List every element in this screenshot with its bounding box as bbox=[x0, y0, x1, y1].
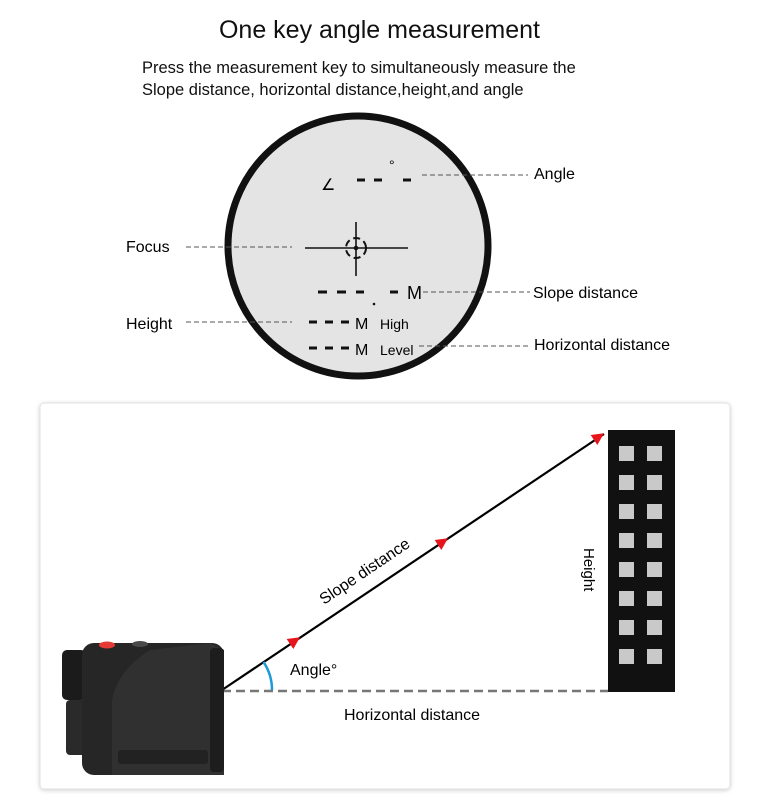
viewfinder: ∠ ° M M High M Level bbox=[224, 112, 492, 380]
slope-callout-label: Slope distance bbox=[533, 285, 638, 302]
degree-symbol: ° bbox=[389, 157, 395, 173]
subtitle: Press the measurement key to simultaneou… bbox=[142, 57, 576, 101]
arrow-icon bbox=[590, 433, 604, 445]
building-window bbox=[619, 620, 634, 635]
arrow-icon bbox=[434, 538, 448, 550]
height-unit: M bbox=[355, 316, 368, 333]
subtitle-line-2: Slope distance, horizontal distance,heig… bbox=[142, 81, 524, 99]
horizontal-callout-label: Horizontal distance bbox=[534, 337, 670, 354]
level-unit: M bbox=[355, 342, 368, 359]
high-text: High bbox=[380, 316, 409, 332]
building-window bbox=[647, 533, 662, 548]
building-window bbox=[619, 591, 634, 606]
angle-callout-label: Angle bbox=[534, 166, 575, 183]
building-icon bbox=[608, 430, 675, 692]
height-label: Height bbox=[580, 548, 597, 592]
horizontal-distance-label: Horizontal distance bbox=[344, 707, 480, 724]
slope-arrows bbox=[286, 433, 604, 649]
building-window bbox=[647, 504, 662, 519]
rangefinder-device-image bbox=[62, 641, 224, 775]
slope-distance-line bbox=[221, 433, 605, 691]
building-window bbox=[647, 591, 662, 606]
arrow-icon bbox=[286, 637, 300, 649]
building-window bbox=[647, 562, 662, 577]
building-window bbox=[619, 475, 634, 490]
building-window bbox=[647, 475, 662, 490]
viewfinder-lens bbox=[224, 112, 492, 380]
building-window bbox=[647, 649, 662, 664]
height-callout-label: Height bbox=[126, 316, 173, 333]
angle-arc bbox=[262, 661, 274, 691]
angle-label: Angle° bbox=[290, 662, 337, 679]
slope-unit: M bbox=[407, 283, 422, 303]
focus-callout-label: Focus bbox=[126, 239, 170, 256]
building-window bbox=[619, 562, 634, 577]
building-window bbox=[647, 446, 662, 461]
building-window bbox=[619, 504, 634, 519]
subtitle-line-1: Press the measurement key to simultaneou… bbox=[142, 59, 576, 77]
building-window bbox=[619, 649, 634, 664]
building-window bbox=[619, 446, 634, 461]
building-window bbox=[619, 533, 634, 548]
level-text: Level bbox=[380, 342, 413, 358]
callout-lines bbox=[186, 174, 530, 347]
angle-symbol: ∠ bbox=[321, 177, 335, 194]
crosshair-icon bbox=[305, 222, 408, 276]
height-readout-dashes bbox=[309, 320, 349, 350]
page-title: One key angle measurement bbox=[218, 16, 540, 44]
building-window bbox=[647, 620, 662, 635]
power-button bbox=[99, 641, 115, 649]
